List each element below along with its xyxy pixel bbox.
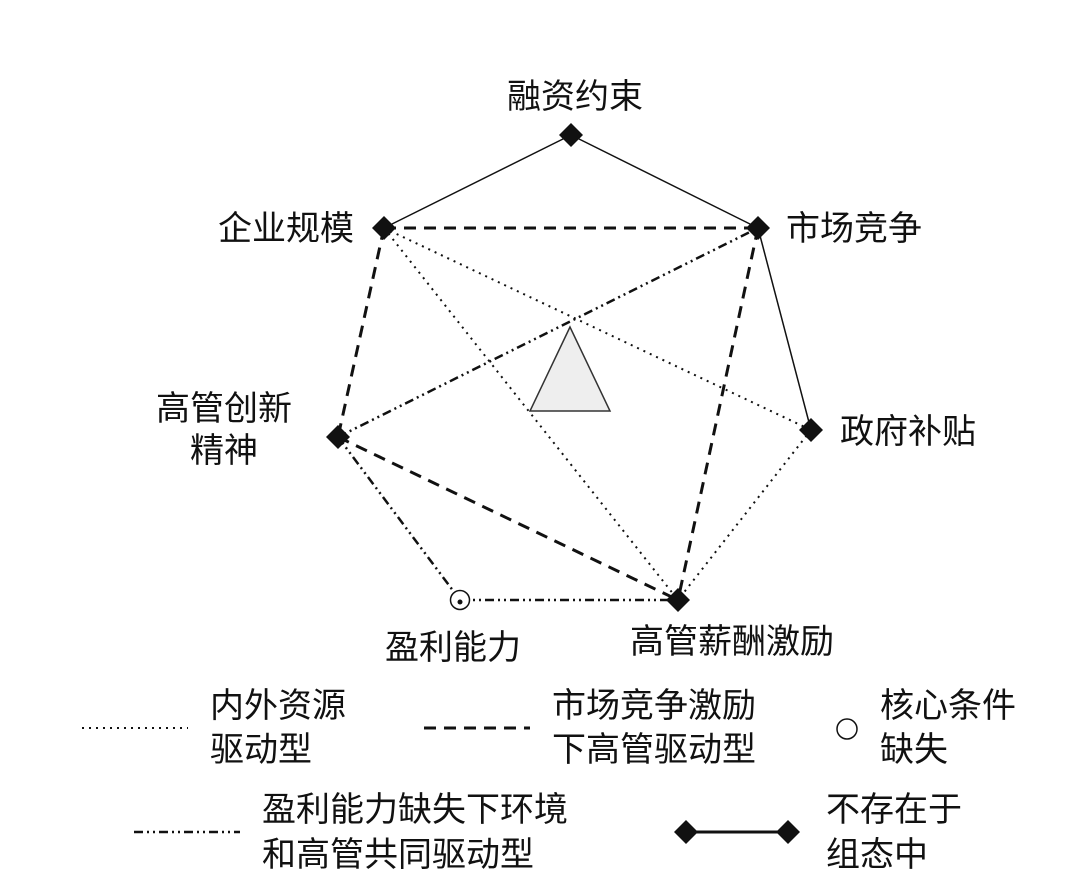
- dashed-edges: [336, 226, 760, 602]
- legend-internal-line1: 内外资源: [210, 686, 346, 726]
- legend: 内外资源 驱动型 市场竞争激励 下高管驱动型 核心条件 缺失 盈利能力缺失下环境…: [82, 686, 1016, 875]
- legend-market-line2: 下高管驱动型: [552, 730, 756, 770]
- dotted-edges: [383, 227, 812, 601]
- edge-qiye-zhengfu: [383, 227, 812, 431]
- node-marker-rongzi: [559, 123, 583, 147]
- legend-core-line2: 缺失: [880, 730, 948, 770]
- edge-gaoguan-yingli: [336, 436, 462, 601]
- legend-market-line1: 市场竞争激励: [552, 686, 756, 726]
- legend-profit-line2: 和高管共同驱动型: [262, 835, 534, 875]
- nodes: [326, 123, 823, 612]
- node-marker-yingli-dot: [457, 599, 463, 605]
- edge-rongzi-shichang: [570, 134, 759, 229]
- edge-zhengfu-xinchou: [677, 429, 812, 601]
- node-marker-shichang: [746, 216, 770, 240]
- legend-profit-line1: 盈利能力缺失下环境: [262, 790, 568, 830]
- edge-gaoguan-xinchou: [337, 435, 679, 602]
- label-qiye: 企业规模: [218, 209, 354, 249]
- label-gaoguan-line2: 精神: [190, 431, 258, 471]
- label-shichang: 市场竞争: [786, 209, 922, 249]
- node-marker-gaoguan: [326, 425, 350, 449]
- label-gaoguan-line1: 高管创新: [156, 389, 292, 429]
- node-marker-qiye: [372, 216, 396, 240]
- edge-qiye-xinchou: [383, 227, 679, 601]
- legend-solid-left-diamond: [674, 820, 698, 844]
- edge-shichang-xinchou: [676, 227, 760, 601]
- legend-internal-line2: 驱动型: [210, 730, 312, 770]
- dashdot-edges: [336, 226, 759, 602]
- edge-gaoguan-shichang: [337, 226, 759, 439]
- edge-shichang-zhengfu: [757, 227, 812, 431]
- legend-core-line1: 核心条件: [880, 686, 1016, 726]
- edge-rongzi-qiye: [383, 134, 572, 229]
- label-zhengfu: 政府补贴: [840, 412, 976, 452]
- legend-solid-right-diamond: [776, 820, 800, 844]
- legend-core-missing-circle: [836, 718, 858, 740]
- legend-none-line2: 组态中: [826, 835, 928, 875]
- core-missing-node-yingli: [449, 589, 471, 611]
- node-marker-zhengfu: [799, 418, 823, 442]
- center-triangle: [528, 325, 612, 412]
- solid-edges: [383, 134, 812, 431]
- label-rongzi: 融资约束: [507, 77, 643, 117]
- legend-none-line1: 不存在于: [826, 790, 962, 830]
- node-marker-xinchou: [666, 588, 690, 612]
- edge-qiye-gaoguan: [336, 227, 386, 438]
- label-xinchou: 高管薪酬激励: [630, 622, 834, 662]
- label-yingli: 盈利能力: [385, 628, 521, 668]
